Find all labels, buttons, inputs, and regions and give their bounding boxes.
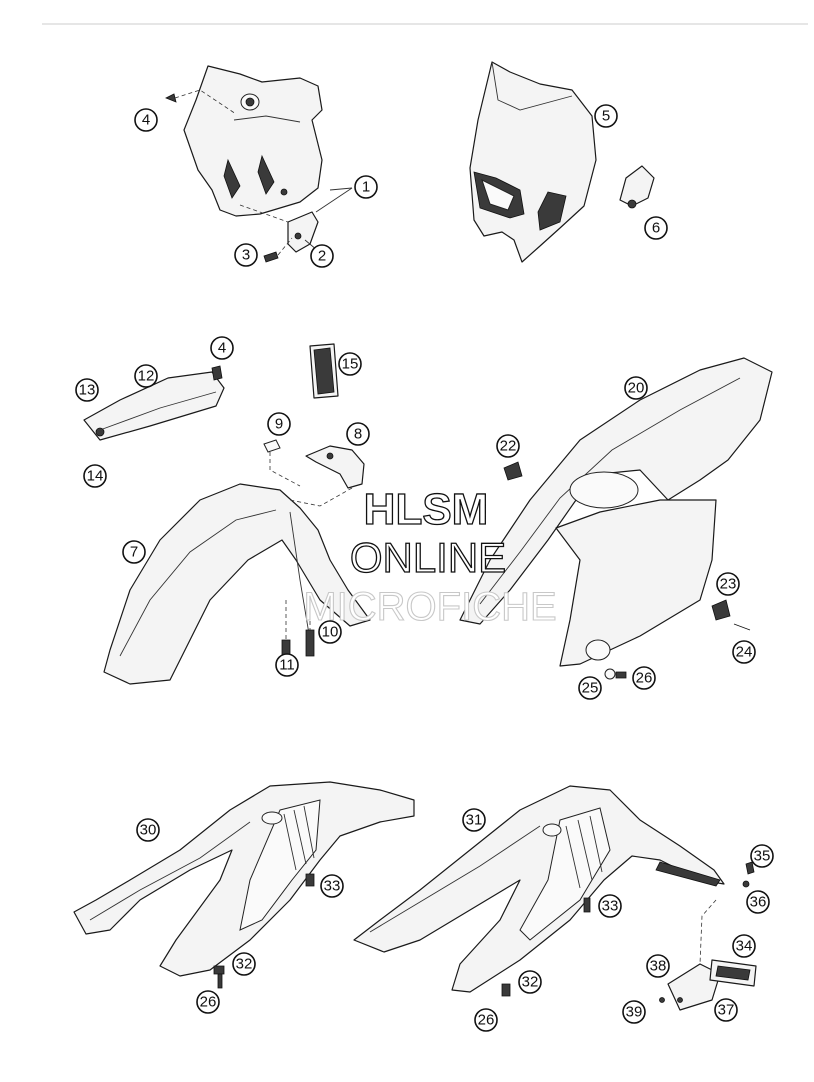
rear-fender-31	[353, 785, 757, 1011]
callout-26b-label: 26	[200, 994, 217, 1011]
callout-31-label: 31	[466, 812, 483, 829]
callout-6: 6	[644, 216, 668, 240]
callout-35-label: 35	[754, 848, 771, 865]
callout-15: 15	[338, 352, 362, 376]
callout-11-label: 11	[279, 657, 295, 674]
callout-30: 30	[136, 818, 160, 842]
callout-23: 23	[716, 572, 740, 596]
callout-2: 2	[310, 244, 334, 268]
callout-23-label: 23	[720, 576, 737, 593]
callout-10-label: 10	[322, 624, 339, 641]
callout-38: 38	[646, 954, 670, 978]
callout-38-label: 38	[650, 958, 667, 975]
callout-30-label: 30	[140, 822, 157, 839]
callout-4a-label: 4	[142, 112, 150, 129]
callout-7-label: 7	[130, 544, 138, 561]
callout-20: 20	[624, 376, 648, 400]
watermark: HLSM ONLINE MICROFICHE	[303, 484, 557, 629]
rear-fender-assembly	[459, 357, 773, 680]
callout-12: 12	[134, 364, 158, 388]
callout-39-label: 39	[626, 1004, 643, 1021]
callout-14-label: 14	[87, 468, 104, 485]
callout-37: 37	[714, 998, 738, 1022]
callout-12-label: 12	[138, 368, 155, 385]
callout-4a: 4	[134, 108, 158, 132]
watermark-line3: MICROFICHE	[303, 585, 556, 629]
callout-10: 10	[318, 620, 342, 644]
callout-25: 25	[578, 676, 602, 700]
callout-31: 31	[462, 808, 486, 832]
callout-22: 22	[496, 434, 520, 458]
callout-32b-label: 32	[522, 974, 539, 991]
callout-7: 7	[122, 540, 146, 564]
callout-2-label: 2	[318, 248, 326, 265]
callout-15-label: 15	[342, 356, 359, 373]
callout-13: 13	[75, 378, 99, 402]
front-fender-assembly	[83, 343, 371, 685]
callout-39: 39	[622, 1000, 646, 1024]
number-plate-assembly	[165, 65, 353, 263]
rear-fender-30	[73, 781, 415, 989]
callout-group: 1 2 3 4 5 6 4 7 8 9 10 11 12 13 14 15 20…	[75, 104, 774, 1032]
callout-26a-label: 26	[636, 670, 653, 687]
callout-20-label: 20	[628, 380, 645, 397]
callout-26b: 26	[196, 990, 220, 1014]
callout-22-label: 22	[500, 438, 517, 455]
callout-11: 11	[275, 653, 299, 677]
callout-3-label: 3	[242, 247, 250, 264]
callout-1-label: 1	[362, 179, 370, 196]
callout-24: 24	[732, 640, 756, 664]
watermark-line1: HLSM	[364, 485, 489, 534]
callout-34: 34	[732, 934, 756, 958]
watermark-line2: ONLINE	[350, 534, 506, 581]
callout-8-label: 8	[354, 426, 362, 443]
callout-34-label: 34	[736, 938, 753, 955]
callout-33b: 33	[598, 894, 622, 918]
callout-1: 1	[354, 175, 378, 199]
callout-33a-label: 33	[324, 878, 341, 895]
callout-8: 8	[346, 422, 370, 446]
callout-26a: 26	[632, 666, 656, 690]
callout-14: 14	[83, 464, 107, 488]
callout-26c-label: 26	[478, 1012, 495, 1029]
callout-5-label: 5	[602, 108, 610, 125]
callout-32a: 32	[232, 952, 256, 976]
callout-33b-label: 33	[602, 898, 619, 915]
callout-33a: 33	[320, 874, 344, 898]
callout-13-label: 13	[79, 382, 96, 399]
callout-9: 9	[267, 412, 291, 436]
callout-32b: 32	[518, 970, 542, 994]
callout-5: 5	[594, 104, 618, 128]
callout-3: 3	[234, 243, 258, 267]
callout-4b: 4	[210, 336, 234, 360]
callout-24-label: 24	[736, 644, 753, 661]
callout-36: 36	[746, 890, 770, 914]
headlight-mask-assembly	[469, 61, 655, 263]
callout-9-label: 9	[275, 416, 283, 433]
callout-32a-label: 32	[236, 956, 253, 973]
callout-4b-label: 4	[218, 340, 226, 357]
callout-26c: 26	[474, 1008, 498, 1032]
callout-6-label: 6	[652, 220, 660, 237]
callout-35: 35	[750, 844, 774, 868]
callout-37-label: 37	[718, 1002, 735, 1019]
callout-36-label: 36	[750, 894, 767, 911]
callout-25-label: 25	[582, 680, 599, 697]
